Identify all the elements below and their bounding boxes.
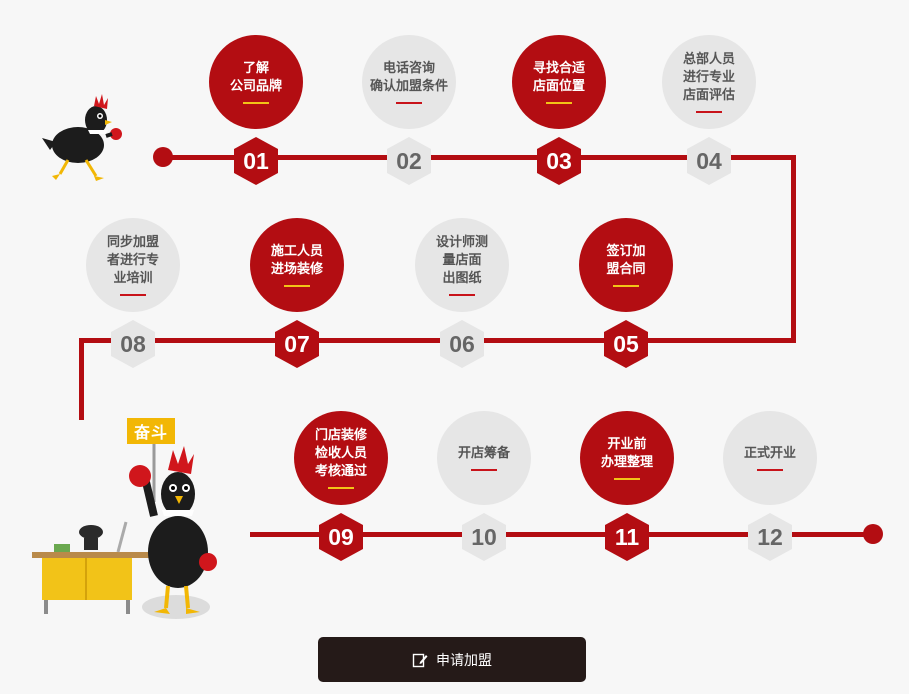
flag-label: 奋斗 bbox=[127, 418, 175, 444]
step-number: 01 bbox=[234, 137, 278, 185]
timeline-start-dot bbox=[153, 147, 173, 167]
underline bbox=[757, 469, 783, 471]
timeline-connector-left bbox=[79, 338, 84, 420]
edit-icon bbox=[412, 653, 428, 667]
step-10: 开店筹备 10 bbox=[437, 411, 533, 561]
step-label: 设计师测 量店面 出图纸 bbox=[435, 235, 488, 286]
step-02: 电话咨询 确认加盟条件 02 bbox=[362, 35, 458, 185]
step-07: 施工人员 进场装修 07 bbox=[250, 218, 346, 368]
underline bbox=[120, 294, 146, 296]
step-circle: 签订加 盟合同 bbox=[579, 218, 673, 312]
timeline-connector-right bbox=[791, 155, 796, 343]
underline bbox=[613, 285, 639, 287]
step-number: 04 bbox=[687, 137, 731, 185]
step-11: 开业前 办理整理 11 bbox=[580, 411, 676, 561]
step-06: 设计师测 量店面 出图纸 06 bbox=[415, 218, 511, 368]
underline bbox=[328, 487, 354, 489]
step-04: 总部人员 进行专业 店面评估 04 bbox=[662, 35, 758, 185]
step-12: 正式开业 12 bbox=[723, 411, 819, 561]
underline bbox=[614, 478, 640, 480]
step-number: 07 bbox=[275, 320, 319, 368]
step-label: 施工人员 进场装修 bbox=[270, 244, 323, 277]
step-label: 开业前 办理整理 bbox=[600, 437, 653, 470]
underline bbox=[696, 111, 722, 113]
underline bbox=[449, 294, 475, 296]
underline bbox=[243, 102, 269, 104]
step-08: 同步加盟 者进行专 业培训 08 bbox=[86, 218, 182, 368]
step-label: 寻找合适 店面位置 bbox=[532, 61, 585, 94]
step-circle: 同步加盟 者进行专 业培训 bbox=[86, 218, 180, 312]
underline bbox=[284, 285, 310, 287]
step-circle: 门店装修 检收人员 考核通过 bbox=[294, 411, 388, 505]
step-01: 了解 公司品牌 01 bbox=[209, 35, 305, 185]
underline bbox=[396, 102, 422, 104]
step-circle: 设计师测 量店面 出图纸 bbox=[415, 218, 509, 312]
step-label: 门店装修 检收人员 考核通过 bbox=[314, 428, 367, 479]
step-label: 了解 公司品牌 bbox=[229, 61, 282, 94]
underline bbox=[546, 102, 572, 104]
step-circle: 正式开业 bbox=[723, 411, 817, 505]
step-label: 同步加盟 者进行专 业培训 bbox=[106, 235, 159, 286]
rooster-flag-illustration bbox=[32, 442, 217, 619]
step-label: 总部人员 进行专业 店面评估 bbox=[682, 52, 735, 103]
step-number: 02 bbox=[387, 137, 431, 185]
step-circle: 开业前 办理整理 bbox=[580, 411, 674, 505]
step-label: 签订加 盟合同 bbox=[606, 244, 646, 277]
step-circle: 施工人员 进场装修 bbox=[250, 218, 344, 312]
underline bbox=[471, 469, 497, 471]
step-circle: 寻找合适 店面位置 bbox=[512, 35, 606, 129]
timeline-row2 bbox=[79, 338, 796, 343]
step-number: 12 bbox=[748, 513, 792, 561]
timeline-row3 bbox=[250, 532, 875, 537]
apply-button-label: 申请加盟 bbox=[436, 652, 492, 669]
step-number: 10 bbox=[462, 513, 506, 561]
timeline-end-dot bbox=[863, 524, 883, 544]
step-number: 03 bbox=[537, 137, 581, 185]
step-circle: 电话咨询 确认加盟条件 bbox=[362, 35, 456, 129]
step-number: 08 bbox=[111, 320, 155, 368]
step-circle: 开店筹备 bbox=[437, 411, 531, 505]
step-number: 09 bbox=[319, 513, 363, 561]
step-circle: 了解 公司品牌 bbox=[209, 35, 303, 129]
step-label: 开店筹备 bbox=[457, 446, 510, 461]
rooster-running-illustration bbox=[42, 94, 122, 181]
step-number: 05 bbox=[604, 320, 648, 368]
timeline-row1 bbox=[163, 155, 796, 160]
step-circle: 总部人员 进行专业 店面评估 bbox=[662, 35, 756, 129]
apply-franchise-button[interactable]: 申请加盟 bbox=[318, 637, 586, 682]
step-09: 门店装修 检收人员 考核通过 09 bbox=[294, 411, 390, 561]
step-number: 11 bbox=[605, 513, 649, 561]
step-03: 寻找合适 店面位置 03 bbox=[512, 35, 608, 185]
step-number: 06 bbox=[440, 320, 484, 368]
step-label: 电话咨询 确认加盟条件 bbox=[370, 61, 449, 94]
step-05: 签订加 盟合同 05 bbox=[579, 218, 675, 368]
step-label: 正式开业 bbox=[743, 446, 796, 461]
